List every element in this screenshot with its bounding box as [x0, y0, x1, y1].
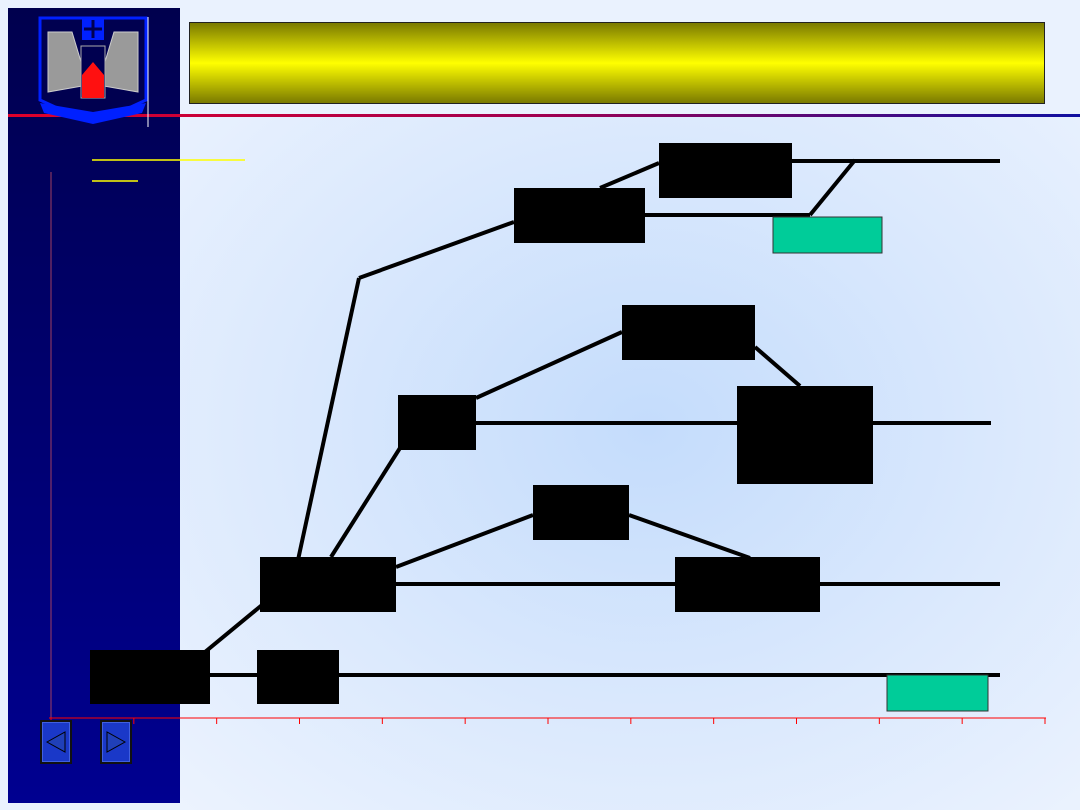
stage-box [257, 650, 339, 704]
logo-emblem [38, 16, 149, 127]
next-slide-button[interactable] [100, 720, 132, 764]
highlight-box [886, 674, 989, 712]
stage-box [398, 395, 476, 450]
title-bar [189, 22, 1045, 104]
stage-box [659, 143, 792, 198]
triangle-left-icon [45, 731, 66, 753]
time-axis [49, 717, 1046, 724]
stage-box [260, 557, 396, 612]
connector-lines [203, 158, 1000, 677]
stage-box [90, 650, 210, 704]
triangle-right-icon [106, 731, 127, 753]
stage-box [533, 485, 629, 540]
stage-box [737, 386, 873, 484]
highlight-box [772, 216, 883, 254]
header-rule [8, 114, 1080, 117]
stage-box [622, 305, 755, 360]
prev-slide-button[interactable] [40, 720, 72, 764]
stage-box [675, 557, 820, 612]
stage-box [514, 188, 645, 243]
